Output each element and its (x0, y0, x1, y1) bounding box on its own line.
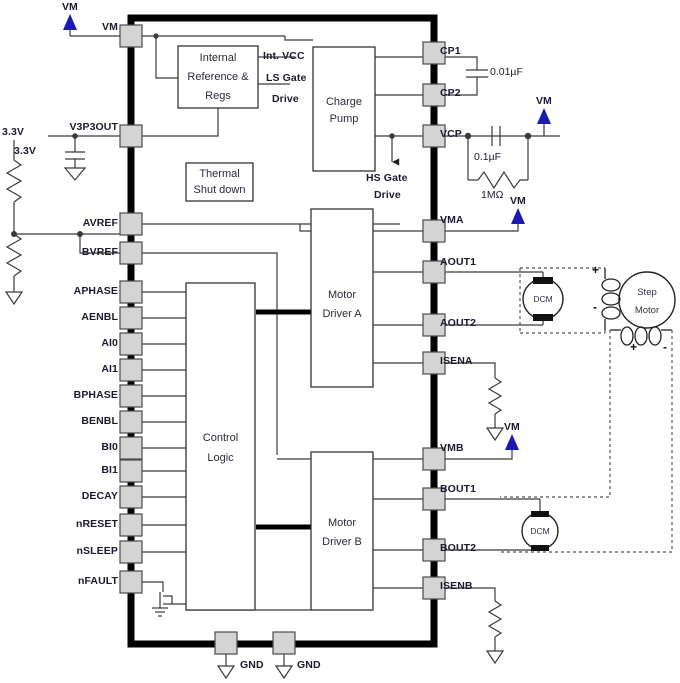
pinlabel-aenbl: AENBL (81, 311, 118, 323)
pinlabel-bi1: BI1 (101, 464, 118, 476)
blocktext-control-logic-2: Logic (207, 452, 234, 464)
motorlabel-step-2: Motor (634, 305, 660, 316)
pinlabel-gnd-1: GND (240, 659, 264, 671)
motor-dcm-a (522, 277, 564, 321)
annotation-hs-gate: HS Gate (366, 172, 408, 184)
pinlabel-gnd-2: GND (297, 659, 321, 671)
pinlabel-bout1: BOUT1 (440, 483, 477, 495)
value-cap-vcp: 0.1µF (474, 151, 502, 163)
pinlabel-vcp: VCP (440, 128, 462, 140)
stepper-coil-a (601, 268, 621, 330)
blocktext-internal-reference-3: Regs (205, 90, 231, 102)
motor-step (618, 271, 676, 329)
supply-arrows (63, 14, 551, 450)
pinlabel-bvref: BVREF (81, 246, 118, 258)
pin-pads (119, 24, 446, 655)
pinlabel-vmb: VMB (440, 442, 464, 454)
pinlabel-cp1: CP1 (440, 45, 461, 57)
pinlabel-isenb: ISENB (440, 580, 473, 592)
annotation-ls-gate: LS Gate (266, 72, 307, 84)
blocktext-motor-driver-a-1: Motor (327, 289, 357, 301)
annotation-hs-drive: Drive (374, 189, 401, 201)
motorlabel-step-1: Step (637, 287, 657, 298)
supply-label-vm-vma: VM (510, 195, 526, 207)
control-bus (256, 309, 311, 530)
polarity-coil-a-minus: - (593, 300, 597, 314)
motor-dcm-b (521, 511, 559, 551)
blocktext-internal-reference-2: Reference & (187, 71, 249, 83)
blocktext-control-logic-1: Control (202, 432, 239, 444)
blocktext-motor-driver-b-1: Motor (327, 517, 357, 529)
value-cap-flying: 0.01µF (490, 66, 523, 78)
supply-label-vm-top: VM (62, 1, 78, 13)
pinlabel-v3p3out: V3P3OUT (69, 121, 118, 133)
pinlabel-aout2: AOUT2 (440, 317, 477, 329)
pinlabel-decay: DECAY (81, 490, 118, 502)
pinlabel-bout2: BOUT2 (440, 542, 477, 554)
pinlabel-isena: ISENA (440, 355, 473, 367)
external-wiring (4, 28, 560, 680)
annotation-ls-drive: Drive (272, 93, 299, 105)
polarity-coil-a-plus: + (592, 263, 600, 277)
pinlabel-cp2: CP2 (440, 87, 461, 99)
label-3v3-rail: 3.3V (14, 145, 36, 157)
pinlabel-avref: AVREF (82, 217, 118, 229)
pinlabel-aout1: AOUT1 (440, 256, 477, 268)
ic-outline (127, 14, 438, 648)
supply-label-vm-vmb: VM (504, 421, 520, 433)
supply-label-vm-vcp: VM (536, 95, 552, 107)
blocktext-motor-driver-a-2: Driver A (322, 308, 362, 320)
motorlabel-dcm-b: DCM (530, 526, 550, 536)
dashed-harness (500, 267, 673, 553)
blocktext-thermal-2: Shut down (193, 184, 246, 196)
stepper-coil-b (610, 326, 672, 346)
pinlabel-nsleep: nSLEEP (76, 545, 118, 557)
blocktext-internal-reference-1: Internal (199, 52, 237, 64)
pinlabel-vm: VM (102, 21, 118, 33)
blocktext-charge-pump-2: Pump (329, 113, 359, 125)
annotation-int-vcc: Int. VCC (263, 50, 305, 62)
blocktext-charge-pump-1: Charge (325, 96, 363, 108)
internal-wiring (141, 33, 424, 617)
pinlabel-ai0: AI0 (101, 337, 118, 349)
value-res-vcp-bleed: 1MΩ (481, 189, 504, 201)
polarity-coil-b-minus: - (663, 340, 667, 354)
pinlabel-vma: VMA (440, 214, 464, 226)
pinlabel-ai1: AI1 (101, 363, 118, 375)
blocktext-motor-driver-b-2: Driver B (322, 536, 362, 548)
pinlabel-nfault: nFAULT (77, 575, 118, 587)
blocktext-thermal-1: Thermal (199, 168, 240, 180)
pinlabel-benbl: BENBL (81, 415, 118, 427)
motorlabel-dcm-a: DCM (533, 294, 553, 304)
pinlabel-aphase: APHASE (73, 285, 118, 297)
pinlabel-bphase: BPHASE (73, 389, 118, 401)
functional-blocks (177, 45, 376, 611)
polarity-coil-b-plus: + (630, 340, 638, 354)
label-3v3-divider-top: 3.3V (2, 126, 24, 138)
pinlabel-nreset: nRESET (75, 518, 118, 530)
pinlabel-bi0: BI0 (101, 441, 118, 453)
